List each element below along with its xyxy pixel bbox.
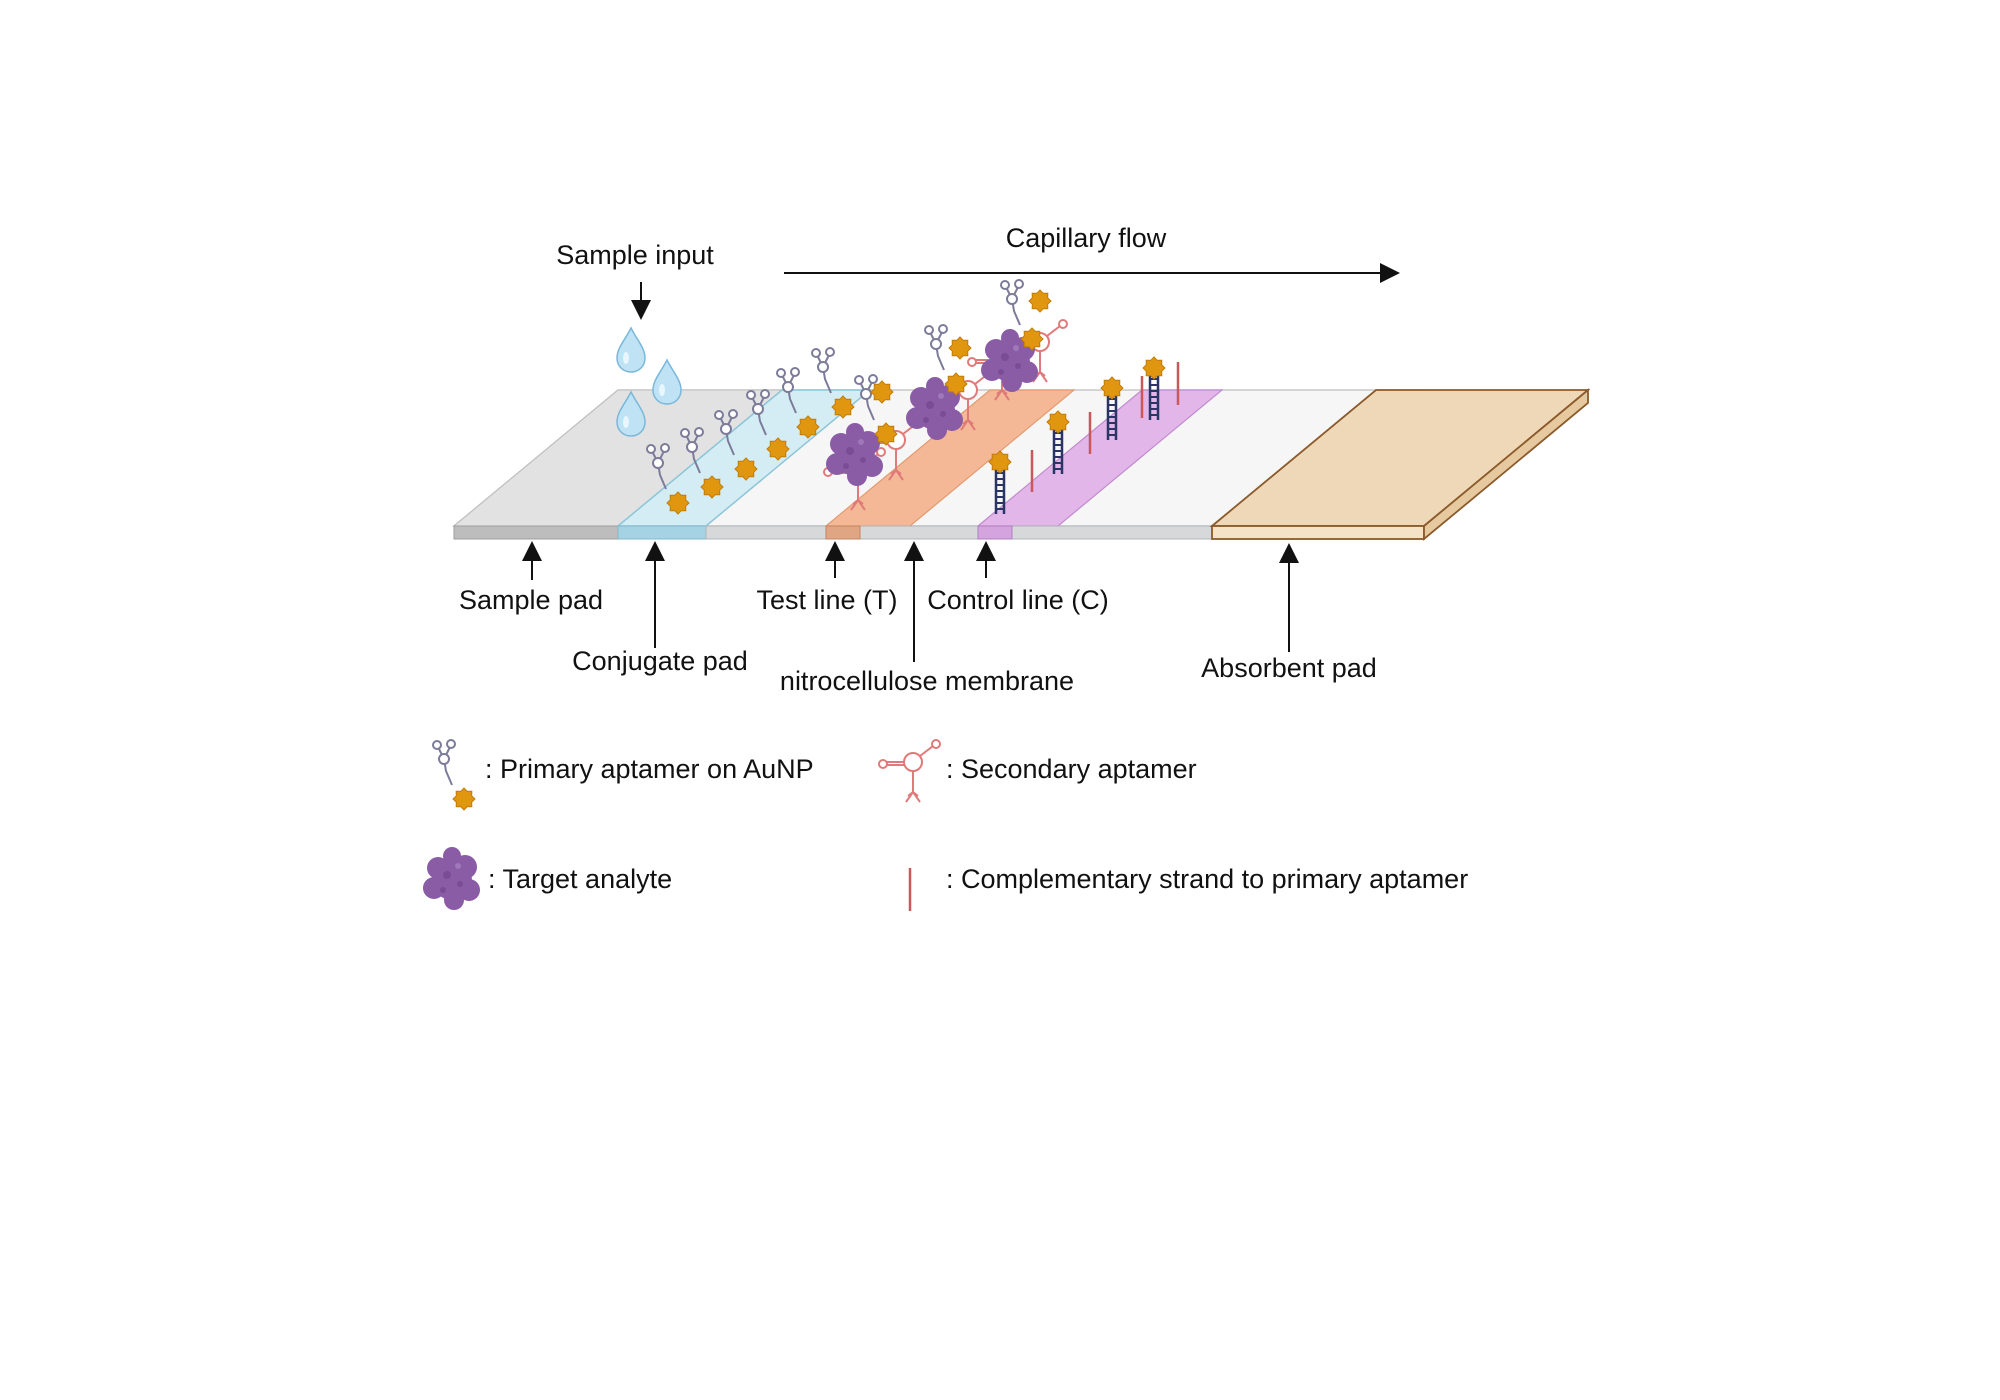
conjugate-pad-edge (617, 525, 707, 540)
legend-complementary-strand-label: : Complementary strand to primary aptame… (946, 864, 1468, 894)
legend: : Primary aptamer on AuNP : Secondary ap… (423, 739, 1468, 911)
legend-primary-aptamer: : Primary aptamer on AuNP (433, 740, 814, 810)
sample-input-label: Sample input (556, 240, 714, 270)
test-line-edge (825, 525, 861, 540)
control-line-edge (977, 525, 1013, 540)
legend-complementary-strand: : Complementary strand to primary aptame… (908, 864, 1468, 911)
legend-primary-aptamer-label: : Primary aptamer on AuNP (485, 754, 814, 784)
primary-aptamer-aunp-icon (433, 740, 475, 810)
absorbent-pad-label: Absorbent pad (1201, 653, 1377, 683)
control-line-label: Control line (C) (927, 585, 1109, 615)
sample-pad-label: Sample pad (459, 585, 603, 615)
sample-pad-edge (453, 525, 619, 540)
test-line-label: Test line (T) (756, 585, 897, 615)
legend-secondary-aptamer: : Secondary aptamer (878, 739, 1197, 803)
conjugate-pad-label: Conjugate pad (572, 646, 748, 676)
gold-nanoparticle (870, 380, 894, 404)
control-line-complexes (989, 357, 1180, 514)
droplet (616, 327, 646, 373)
legend-target-analyte-label: : Target analyte (488, 864, 672, 894)
droplet (652, 359, 682, 405)
gold-nanoparticle (948, 336, 972, 360)
absorbent-pad-edge (1211, 525, 1425, 540)
legend-secondary-aptamer-label: : Secondary aptamer (946, 754, 1197, 784)
absorbent-pad-side (1423, 388, 1589, 541)
legend-target-analyte: : Target analyte (423, 847, 672, 910)
nitrocellulose-membrane-label: nitrocellulose membrane (780, 666, 1074, 696)
capillary-flow-label: Capillary flow (1006, 223, 1167, 253)
secondary-aptamer-icon (878, 739, 941, 803)
gold-nanoparticle (1028, 289, 1052, 313)
target-analyte-icon (423, 847, 480, 910)
